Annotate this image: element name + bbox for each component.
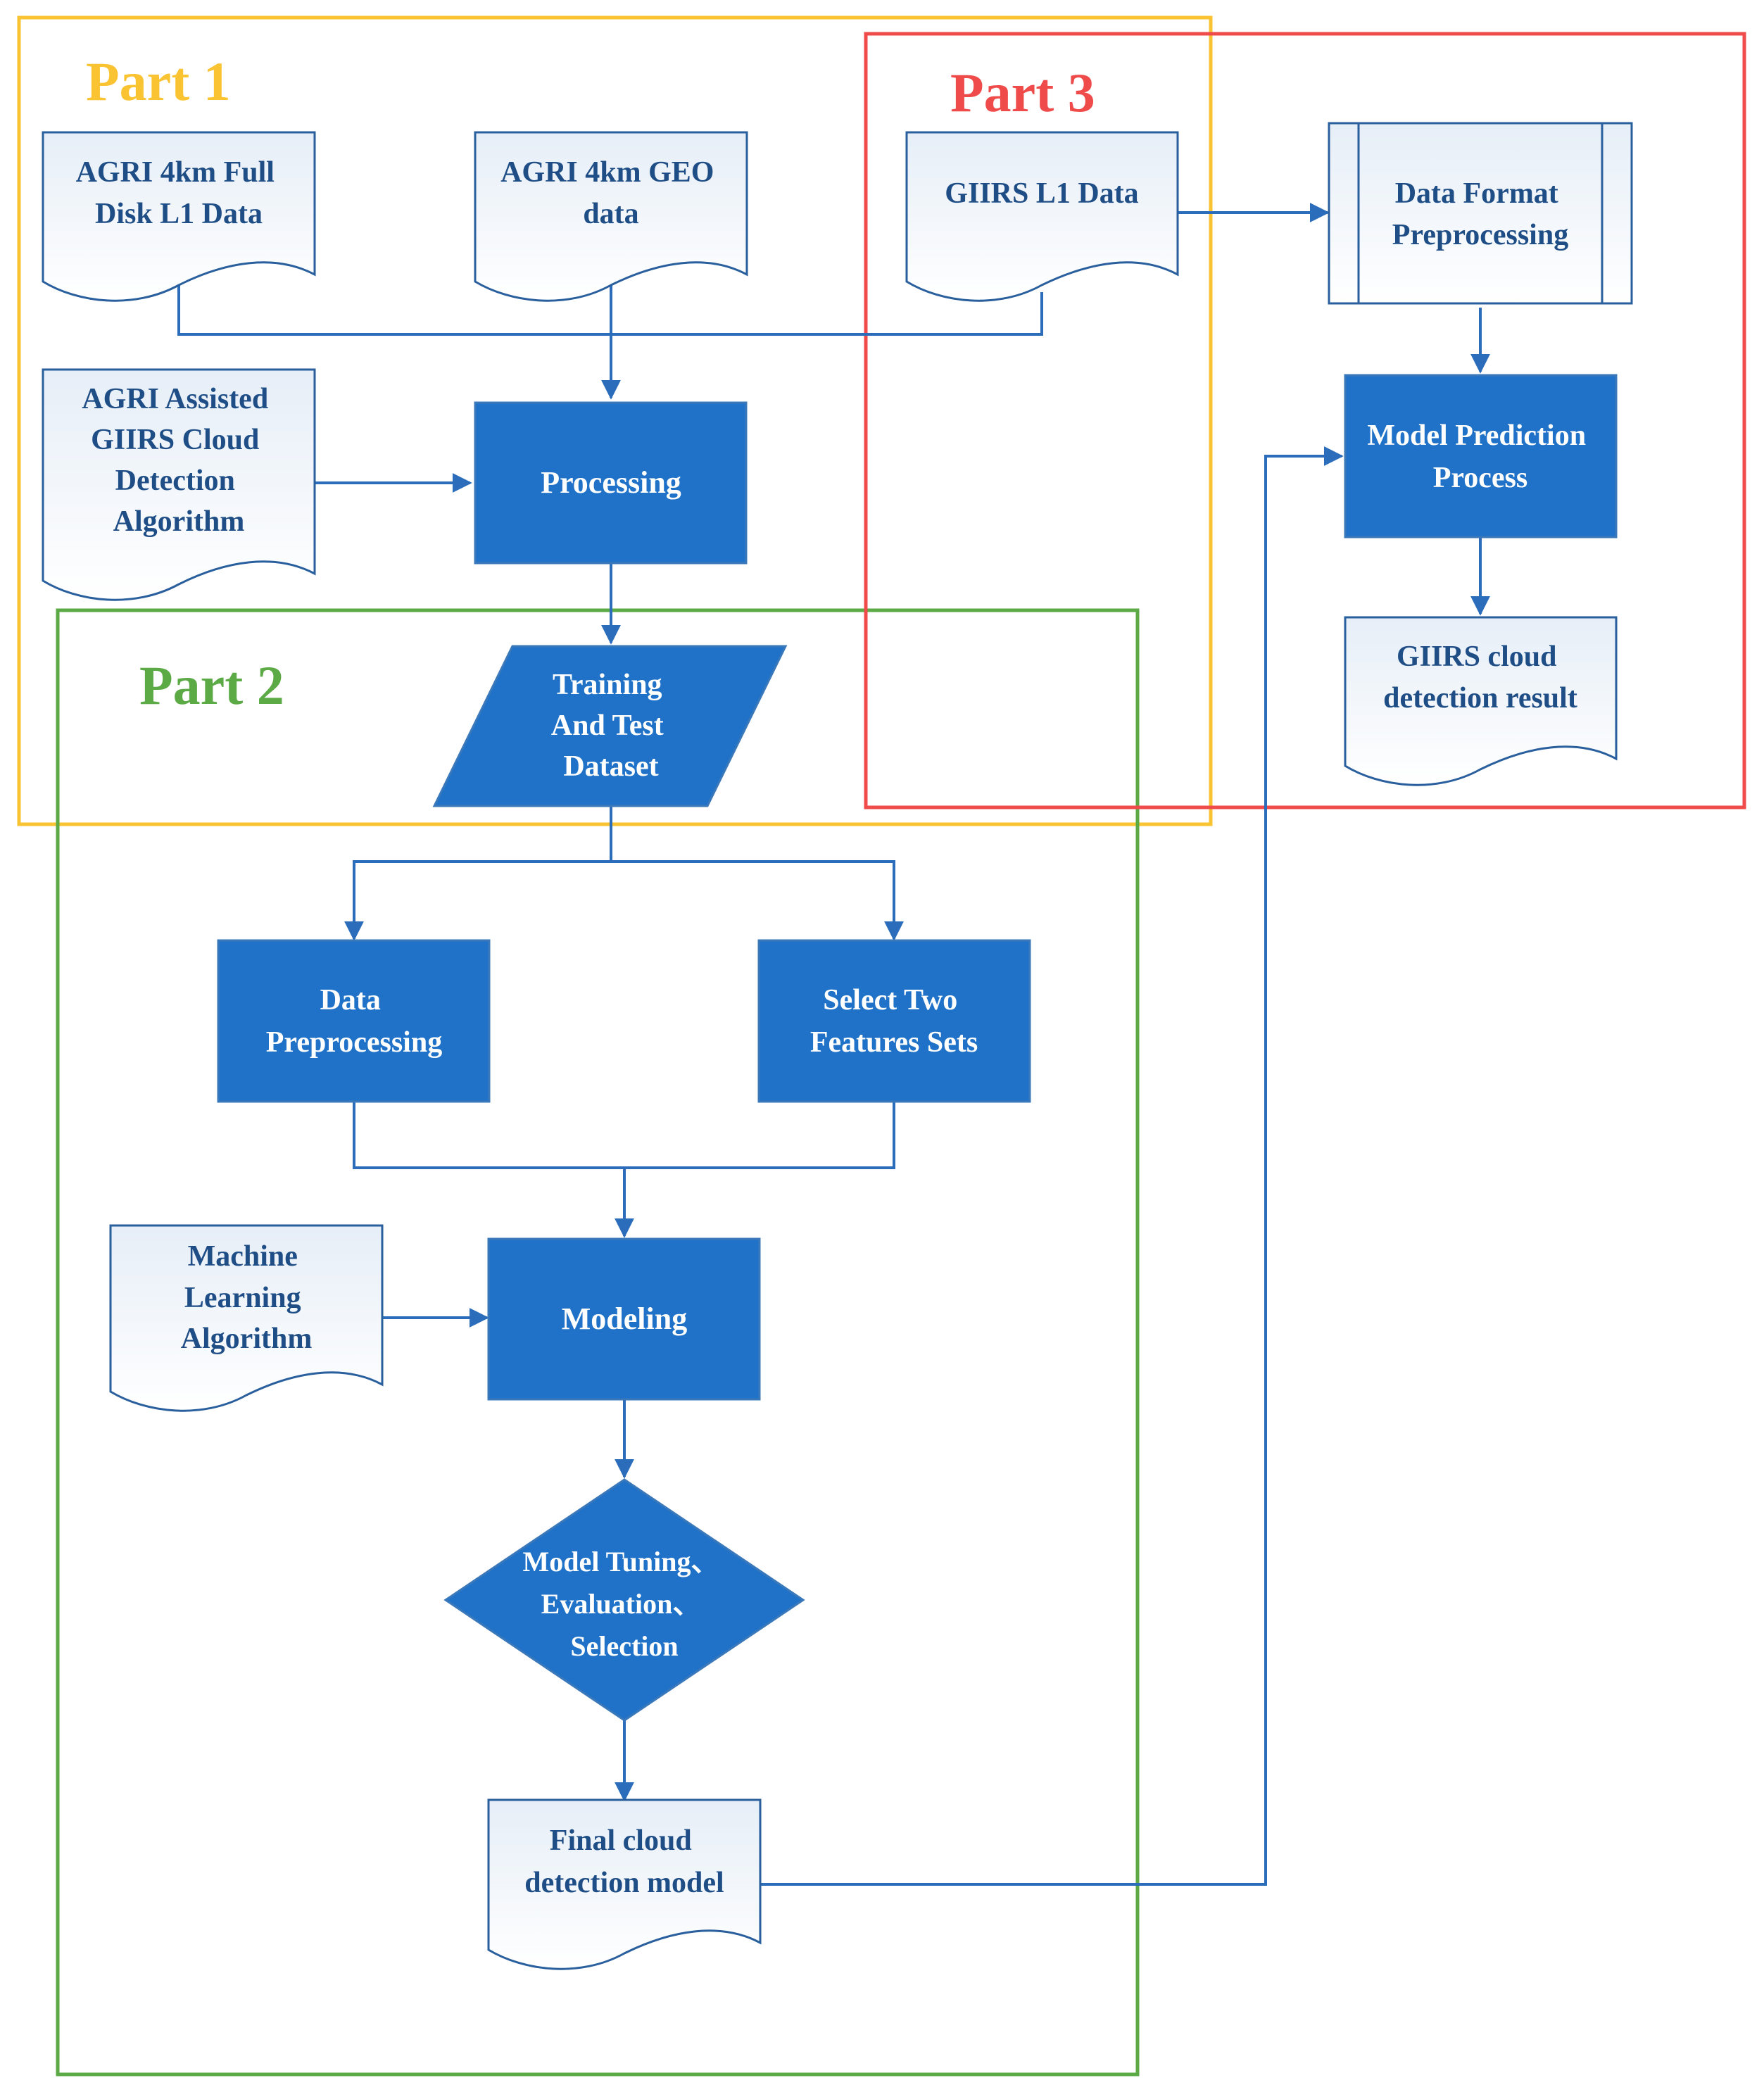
processing-box [474, 401, 748, 565]
tuning-diamond-shape [443, 1478, 805, 1722]
connector-to-data-pre [344, 860, 611, 941]
modeling-label: Modeling [562, 1302, 687, 1336]
select-two-box [757, 939, 1031, 1103]
connector-final-to-model-pred [760, 446, 1344, 1886]
giirs-result-label: GIIRS cloud detection result [1383, 641, 1577, 714]
data-format-label: Data Format Preprocessing [1392, 177, 1568, 251]
part3-frame [864, 32, 1746, 809]
processing-label: Processing [541, 465, 681, 500]
part1-label: Part 1 [86, 51, 231, 112]
agri-assist-doc-shape [42, 368, 316, 601]
modeling-box [487, 1237, 761, 1401]
model-pred-label: Model Prediction Process [1367, 420, 1593, 494]
data-pre-label: Data Preprocessing [266, 984, 442, 1059]
agri-geo-doc-shape [474, 131, 748, 302]
ml-algo-doc-shape [109, 1224, 384, 1412]
tuning-label: Model Tuning、 Evaluation、 Selection [522, 1546, 726, 1662]
connector-data-pre-down [353, 1102, 895, 1169]
select-two-label: Select Two Features Sets [810, 984, 978, 1059]
agri-geo-label: AGRI 4km GEO data [500, 156, 722, 230]
giirs-l1-doc-shape [905, 131, 1179, 302]
training-label: Training And Test Dataset [551, 669, 671, 783]
part1-frame [17, 15, 1213, 826]
final-model-doc-shape [487, 1798, 762, 1970]
model-pred-box [1344, 374, 1618, 538]
connector-to-select-two [611, 860, 904, 941]
ml-algo-label: Machine Learning Algorithm [181, 1240, 313, 1355]
part3-label: Part 3 [950, 62, 1095, 123]
agri-fd-label: AGRI 4km Full Disk L1 Data [76, 156, 282, 230]
connector-giirs-to-bus [611, 292, 1043, 336]
giirs-result-doc-shape [1344, 616, 1618, 786]
connectors [177, 203, 1490, 1886]
data-format-box [1328, 122, 1633, 305]
part2-frame [56, 608, 1140, 2077]
data-pre-box [217, 939, 491, 1103]
agri-assist-label: AGRI Assisted GIIRS Cloud Detection Algo… [82, 383, 275, 538]
giirs-l1-label: GIIRS L1 Data [945, 177, 1138, 210]
part2-label: Part 2 [139, 655, 284, 716]
connector-agri-fd-to-bus [177, 282, 611, 336]
final-model-label: Final cloud detection model [524, 1825, 724, 1899]
training-dataset-shape [432, 645, 788, 807]
agri-fd-doc-shape [42, 131, 316, 302]
